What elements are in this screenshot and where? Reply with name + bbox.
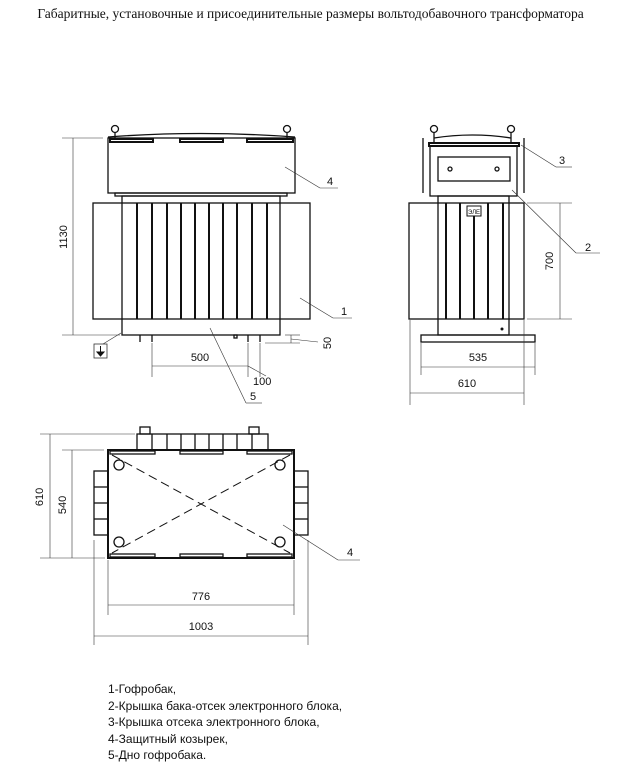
nameplate bbox=[466, 205, 482, 217]
dim-610: 610 bbox=[458, 378, 476, 390]
callout-5: 5 bbox=[250, 391, 256, 403]
callout-3: 3 bbox=[559, 155, 565, 167]
front-view: 1130 500 100 50 1 4 5 bbox=[58, 124, 352, 404]
ground-icon bbox=[93, 343, 108, 359]
legend-item: 2-Крышка бака-отсек электронного блока, bbox=[108, 698, 343, 713]
callout-1: 1 bbox=[341, 306, 347, 318]
dim-500: 500 bbox=[191, 352, 209, 364]
side-view: ЭЛЕ 700 535 610 3 2 bbox=[408, 124, 600, 405]
dim-50: 50 bbox=[322, 337, 334, 349]
parts-legend: 1-Гофробак, 2-Крышка бака-отсек электрон… bbox=[108, 681, 342, 764]
dim-1003: 1003 bbox=[189, 621, 213, 633]
dim-610-top: 610 bbox=[34, 488, 46, 506]
legend-item: 1-Гофробак, bbox=[108, 682, 177, 696]
callout-4-top: 4 bbox=[347, 547, 353, 559]
corrugated-tank bbox=[121, 195, 281, 336]
dim-535: 535 bbox=[469, 352, 487, 364]
base-plate bbox=[420, 334, 536, 343]
callout-4: 4 bbox=[327, 176, 333, 188]
protective-canopy bbox=[107, 137, 296, 194]
nameplate-text: ЭЛЕ bbox=[468, 210, 480, 216]
lifting-eye-icon bbox=[506, 124, 516, 143]
lifting-eye-icon bbox=[429, 124, 439, 143]
top-view: 610 540 776 1003 4 bbox=[34, 426, 360, 645]
legend-item: 4-Защитный козырек, bbox=[108, 731, 228, 746]
dim-1130: 1130 bbox=[58, 225, 70, 249]
radiator-outline bbox=[92, 202, 311, 320]
callout-2: 2 bbox=[585, 242, 591, 254]
electronics-compartment bbox=[429, 145, 518, 197]
drawing-title: Габаритные, установочные и присоединител… bbox=[37, 6, 584, 21]
dim-776: 776 bbox=[192, 591, 210, 603]
legend-item: 5-Дно гофробака. bbox=[108, 748, 207, 762]
dim-100: 100 bbox=[253, 376, 271, 388]
dim-700: 700 bbox=[544, 252, 556, 270]
dim-540: 540 bbox=[57, 496, 69, 514]
legend-item: 3-Крышка отсека электронного блока, bbox=[108, 715, 320, 729]
